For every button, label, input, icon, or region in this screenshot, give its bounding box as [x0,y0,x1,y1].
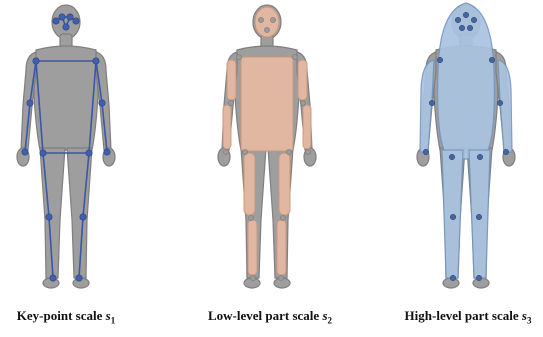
keypoint-dot [59,14,65,20]
part-dot [467,25,473,31]
joint-dot [258,17,263,22]
part-dot [471,17,477,23]
part-dot [450,275,456,281]
joint-dot [278,275,283,280]
caption-low-level-part-scale: Low-level part scale s2 [200,305,340,327]
joint-dot [286,149,291,154]
part-dot [489,57,495,63]
joint-dot [236,54,241,59]
shin-part [277,220,286,275]
torso-part [241,57,293,151]
keypoint-dot [104,149,110,155]
caption-high-level-part-scale: High-level part scale s3 [398,305,538,327]
high-level-parts [420,3,512,278]
part-dot [437,57,443,63]
upper-arm-part [298,60,307,100]
joint-dot [270,17,275,22]
keypoint-dot [27,100,33,106]
keypoint-dot [46,214,52,220]
keypoint-dot [93,58,99,64]
caption-text: Low-level part scale [208,308,322,323]
part-dot [503,149,509,155]
thigh-part [279,153,290,215]
upper-arm-part [227,60,236,100]
shin-part [248,220,257,275]
part-dot [477,154,483,160]
keypoint-dot [73,18,79,24]
joint-dot [223,149,228,154]
joint-dot [280,215,285,220]
joint-dot [242,149,247,154]
high-level-part-scale-panel [417,3,515,288]
keypoint-dot [86,150,92,156]
keypoint-dot [50,275,56,281]
part-dot [476,275,482,281]
keypoint-dot [53,18,59,24]
keypoint-dot [80,214,86,220]
caption-text: High-level part scale [405,308,522,323]
scale-subscript: 1 [111,316,116,326]
caption-keypoint-scale: Key-point scale s1 [16,305,116,327]
joint-dot [292,54,297,59]
upper-body-part [438,3,495,159]
keypoint-dot [22,149,28,155]
keypoint-dot [99,100,105,106]
joint-dot [248,215,253,220]
joint-dot [228,100,233,105]
lower-arm-part [303,105,311,149]
keypoint-dot [40,150,46,156]
keypoint-scale-panel [17,5,115,288]
lower-arm-part [223,105,231,149]
joint-dot [300,100,305,105]
scale-subscript: 2 [328,316,333,326]
part-dot [476,214,482,220]
part-dot [429,100,435,106]
joint-dot [264,27,269,32]
scale-subscript: 3 [527,316,532,326]
part-dot [463,12,469,18]
keypoint-dot [67,14,73,20]
part-dot [449,154,455,160]
low-level-part-scale-panel [218,5,316,288]
keypoint-dot [63,24,69,30]
caption-text: Key-point scale [17,308,106,323]
part-dot [423,149,429,155]
thigh-part [244,153,255,215]
body-silhouette [17,5,115,288]
part-dot [450,214,456,220]
part-dot [459,25,465,31]
keypoint-dot [76,275,82,281]
keypoint-dot [33,58,39,64]
joint-dot [250,275,255,280]
joint-dot [305,149,310,154]
part-dot [497,100,503,106]
part-dot [455,17,461,23]
